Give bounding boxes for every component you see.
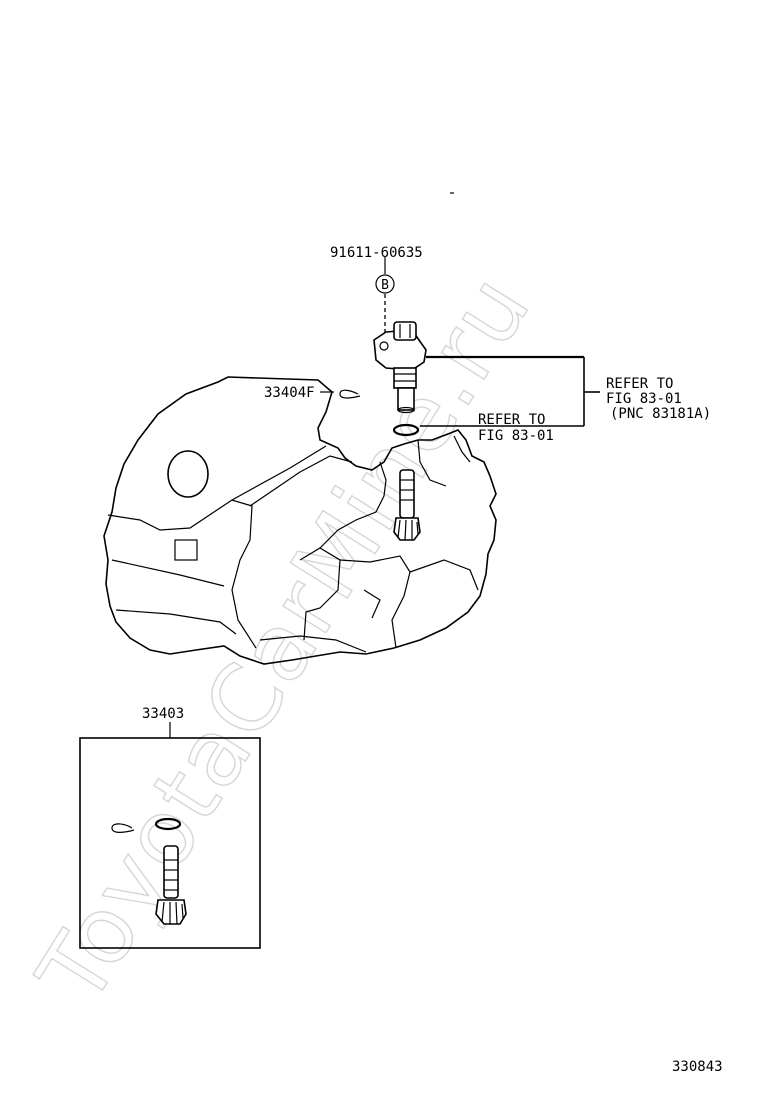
kit-driven-gear (155, 845, 187, 925)
kit-o-ring (154, 817, 182, 831)
kit-part-number: 33403 (142, 706, 184, 722)
watermark-text: ToyotaCarMine.ru (17, 256, 551, 1022)
refer-a-line2: FIG 83-01 (606, 391, 682, 407)
snap-ring-icon (339, 389, 361, 399)
driven-gear (393, 469, 421, 541)
figure-id: 330843 (672, 1059, 723, 1075)
refer-b-line1: REFER TO (478, 412, 545, 428)
kit-box (79, 737, 261, 949)
bolt-part-number: 91611-60635 (330, 245, 423, 261)
refer-a-line3: (PNC 83181A) (610, 406, 711, 422)
speed-sensor (373, 321, 427, 414)
o-ring (392, 423, 420, 437)
oring-part-number: 33404F (264, 385, 315, 401)
watermark: ToyotaCarMine.ru (17, 256, 553, 1024)
bolt-callout-circle (375, 274, 395, 294)
bolt-callout: B (381, 278, 389, 293)
refer-bracket-a (426, 355, 600, 426)
refer-b-line2: FIG 83-01 (478, 428, 554, 444)
transmission-housing (103, 376, 497, 665)
kit-snap-ring-icon (111, 823, 135, 833)
refer-a-line1: REFER TO (606, 376, 673, 392)
